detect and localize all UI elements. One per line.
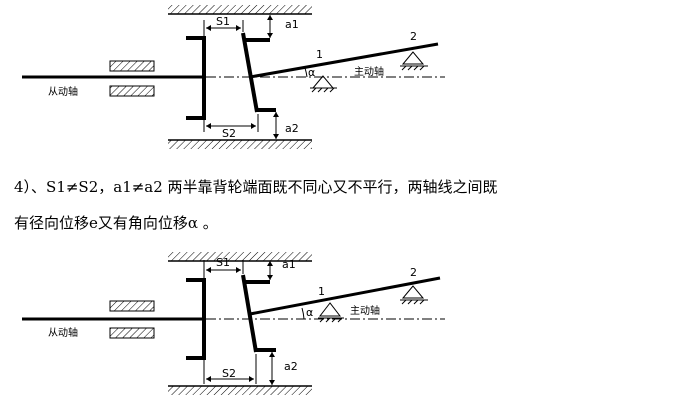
label-s1: S1 bbox=[216, 15, 230, 28]
a1-dimension bbox=[267, 261, 273, 280]
label-s2: S2 bbox=[222, 367, 236, 380]
driving-coupling-half bbox=[241, 32, 276, 113]
label-a2: a2 bbox=[285, 122, 299, 135]
s1-dimension bbox=[203, 260, 244, 278]
housing-top-wall bbox=[168, 252, 312, 262]
label-a2: a2 bbox=[284, 360, 298, 373]
label-angle: α bbox=[306, 306, 313, 319]
driving-shaft-line bbox=[249, 276, 441, 316]
s2-dimension bbox=[203, 354, 257, 384]
support-2-triangle bbox=[400, 285, 428, 305]
label-a1: a1 bbox=[285, 18, 299, 31]
a1-dimension bbox=[267, 15, 273, 38]
description-line-1: 4）、S1≠S2，a1≠a2 两半靠背轮端面既不同心又不平行，两轴线之间既 bbox=[14, 178, 498, 196]
s1-dimension bbox=[203, 20, 244, 36]
label-driving-shaft: 主动轴 bbox=[350, 304, 380, 317]
s2-dimension bbox=[203, 114, 259, 132]
label-point-2: 2 bbox=[410, 266, 417, 279]
driving-shaft-line bbox=[249, 42, 439, 79]
support-1-triangle bbox=[310, 75, 337, 93]
label-point-2: 2 bbox=[410, 30, 417, 43]
label-s1: S1 bbox=[216, 256, 230, 269]
label-angle: α bbox=[308, 66, 315, 79]
label-driven-shaft: 从动轴 bbox=[48, 326, 78, 339]
coupling-diagram-top: S1 S2 a1 a2 1 2 α 从动轴 主动轴 bbox=[0, 0, 682, 160]
driving-coupling-half bbox=[241, 274, 276, 353]
coupling-diagram-bottom-svg: S1 S2 a1 a2 1 2 α 从动轴 主动轴 bbox=[22, 252, 445, 395]
angle-arc bbox=[304, 67, 308, 78]
label-s2: S2 bbox=[222, 127, 236, 140]
coupling-diagram-bottom: S1 S2 a1 a2 1 2 α 从动轴 主动轴 bbox=[0, 248, 682, 408]
a2-dimension bbox=[269, 352, 275, 385]
support-2-triangle bbox=[400, 51, 428, 71]
driven-coupling-half bbox=[186, 278, 206, 360]
label-point-1: 1 bbox=[318, 285, 325, 298]
a2-dimension bbox=[273, 112, 279, 139]
label-driven-shaft: 从动轴 bbox=[48, 85, 78, 98]
support-1-triangle bbox=[318, 302, 344, 323]
housing-top-wall bbox=[168, 5, 312, 15]
housing-bottom-wall bbox=[168, 139, 312, 149]
driven-coupling-half bbox=[186, 36, 206, 120]
description-line-2: 有径向位移e又有角向位移α 。 bbox=[14, 214, 218, 232]
coupling-diagram-top-svg: S1 S2 a1 a2 1 2 α 从动轴 主动轴 bbox=[22, 5, 445, 149]
label-point-1: 1 bbox=[316, 48, 323, 61]
bearing-block-upper bbox=[109, 300, 155, 312]
housing-bottom-wall bbox=[168, 385, 312, 395]
label-a1: a1 bbox=[282, 258, 296, 271]
bearing-block-lower bbox=[109, 85, 155, 97]
label-driving-shaft: 主动轴 bbox=[354, 65, 384, 78]
bearing-block-upper bbox=[109, 60, 155, 72]
bearing-block-lower bbox=[109, 327, 155, 339]
angle-arc bbox=[301, 307, 305, 320]
